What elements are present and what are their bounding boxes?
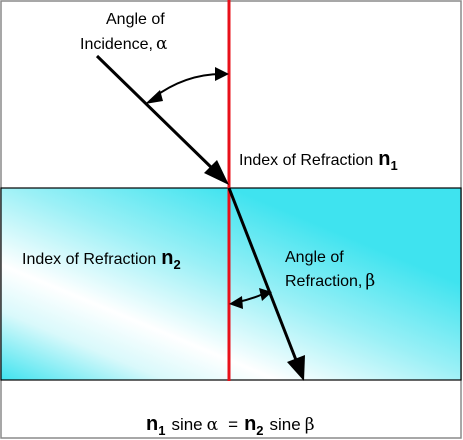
alpha-symbol: α [156, 34, 168, 54]
refraction-arc-arrowhead-left [229, 296, 243, 309]
refraction-label-line2: Refraction,β [285, 271, 375, 291]
incident-ray [95, 54, 218, 174]
refraction-label-line1: Angle of [285, 249, 344, 266]
incident-ray-arrowhead [204, 160, 229, 185]
incidence-arc-arrowhead-left [145, 90, 163, 104]
medium-two-region [0, 187, 462, 381]
incidence-angle-arc [152, 73, 223, 99]
beta-symbol: β [365, 271, 375, 291]
refracted-ray [227, 187, 298, 361]
incidence-arc-arrowhead-right [215, 67, 229, 81]
incidence-label-line2: Incidence,α [80, 34, 168, 54]
refracted-ray-arrowhead [287, 355, 305, 381]
refraction-arc-arrowhead-right [259, 288, 272, 301]
incidence-label-line1: Angle of [106, 11, 165, 28]
